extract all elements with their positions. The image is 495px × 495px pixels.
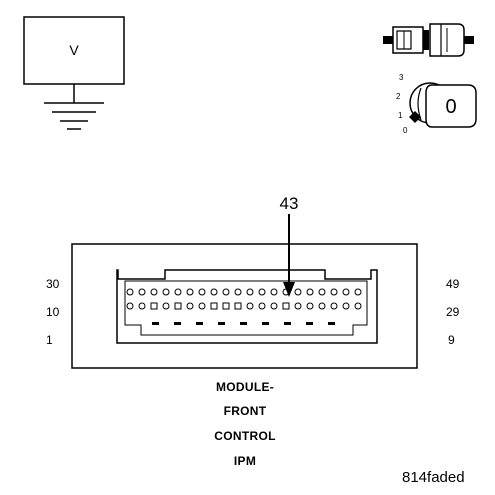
- pin-callout-label: 43: [280, 194, 299, 213]
- pin-cavity: [222, 302, 230, 310]
- connector-housing: [71, 243, 418, 369]
- caption-line-3: CONTROL: [214, 429, 276, 443]
- caption-line-4: IPM: [233, 454, 257, 468]
- pin-cavity: [198, 302, 206, 310]
- pin-cavity: [246, 302, 254, 310]
- pin-cavity: [282, 288, 290, 296]
- pin-slot: [152, 322, 159, 325]
- key-label: 0: [445, 96, 456, 118]
- pin-cavity: [174, 288, 182, 296]
- pin-cavity: [210, 302, 218, 310]
- pin-cavity: [354, 288, 362, 296]
- voltmeter-label: V: [69, 42, 79, 58]
- pin-label-9: 9: [448, 333, 455, 347]
- pin-cavity: [174, 302, 182, 310]
- pin-slot: [174, 322, 181, 325]
- pin-cavity: [210, 288, 218, 296]
- pin-cavity: [138, 288, 146, 296]
- pin-cavity: [318, 288, 326, 296]
- connector-body: [71, 243, 418, 369]
- key-position-2: 2: [396, 92, 401, 101]
- pin-label-10: 10: [46, 305, 60, 319]
- pin-cavity: [342, 288, 350, 296]
- pin-cavity: [222, 288, 230, 296]
- pin-slot: [218, 322, 225, 325]
- pin-slot: [284, 322, 291, 325]
- pin-cavity: [234, 302, 242, 310]
- ground-icon: [44, 102, 104, 130]
- pin-label-30: 30: [46, 277, 60, 291]
- pin-cavity: [162, 302, 170, 310]
- pin-cavity: [282, 302, 290, 310]
- pin-cavity: [138, 302, 146, 310]
- pin-cavity: [258, 288, 266, 296]
- pin-label-1: 1: [46, 333, 53, 347]
- pin-cavity: [306, 288, 314, 296]
- pin-slot: [262, 322, 269, 325]
- pin-cavity: [198, 288, 206, 296]
- pin-cavity: [294, 302, 302, 310]
- pin-cavity: [270, 302, 278, 310]
- pin-cavity: [330, 302, 338, 310]
- pin-cavity: [234, 288, 242, 296]
- caption-line-2: FRONT: [223, 404, 267, 418]
- pin-cavity: [270, 288, 278, 296]
- pin-cavity: [246, 288, 254, 296]
- pin-cavity: [186, 302, 194, 310]
- pin-slot: [306, 322, 313, 325]
- pin-label-29: 29: [446, 305, 460, 319]
- pin-cavity: [150, 288, 158, 296]
- pin-cavity: [306, 302, 314, 310]
- pin-callout-arrow: [283, 214, 295, 297]
- pin-slot: [240, 322, 247, 325]
- pin-cavity: [294, 288, 302, 296]
- pin-label-49: 49: [446, 277, 460, 291]
- pin-cavity: [126, 288, 134, 296]
- pin-cavity: [126, 302, 134, 310]
- pin-cavity: [330, 288, 338, 296]
- connector-shroud: [116, 269, 378, 344]
- figure-id: 814faded: [402, 469, 465, 486]
- pin-cavity: [162, 288, 170, 296]
- pin-cavity: [342, 302, 350, 310]
- key-position-3: 3: [399, 73, 404, 82]
- pin-cavity: [186, 288, 194, 296]
- pin-slot: [328, 322, 335, 325]
- key-position-1: 1: [398, 111, 403, 120]
- ignition-key-icon: 3 2 1 0 0: [396, 73, 477, 135]
- connector-pins: [126, 288, 362, 325]
- caption-line-1: MODULE-: [215, 380, 275, 394]
- voltmeter-symbol: V: [23, 16, 125, 130]
- connector-plug-icon: [383, 23, 474, 57]
- pin-cavity: [150, 302, 158, 310]
- key-position-0: 0: [403, 126, 408, 135]
- pin-slot: [196, 322, 203, 325]
- pin-cavity: [258, 302, 266, 310]
- pin-cavity: [318, 302, 326, 310]
- pin-cavity: [354, 302, 362, 310]
